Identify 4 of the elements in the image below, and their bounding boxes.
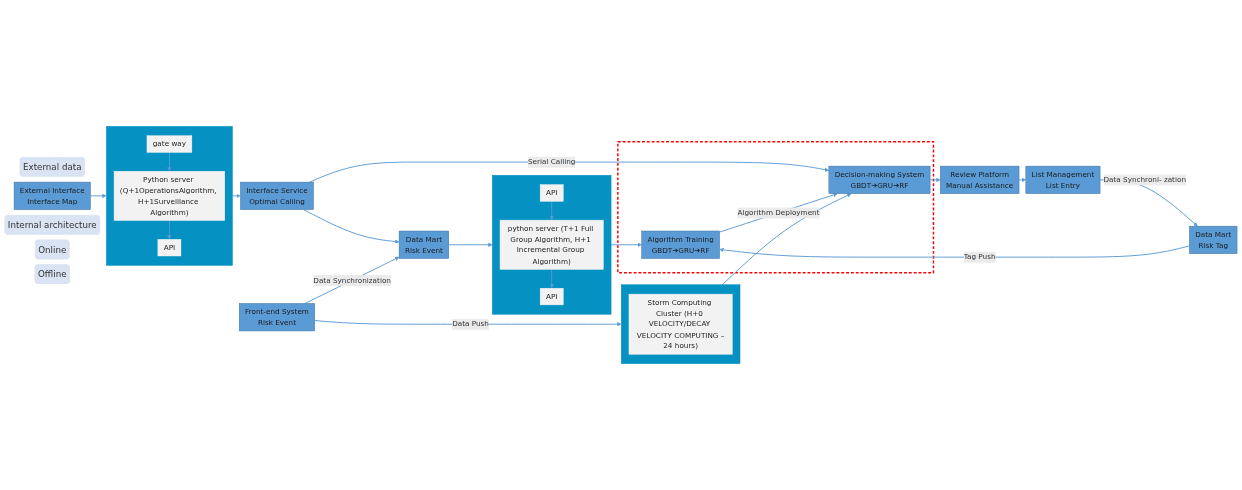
cluster <box>617 140 935 274</box>
cluster <box>492 175 612 315</box>
cluster <box>621 284 741 364</box>
cluster <box>106 126 233 266</box>
